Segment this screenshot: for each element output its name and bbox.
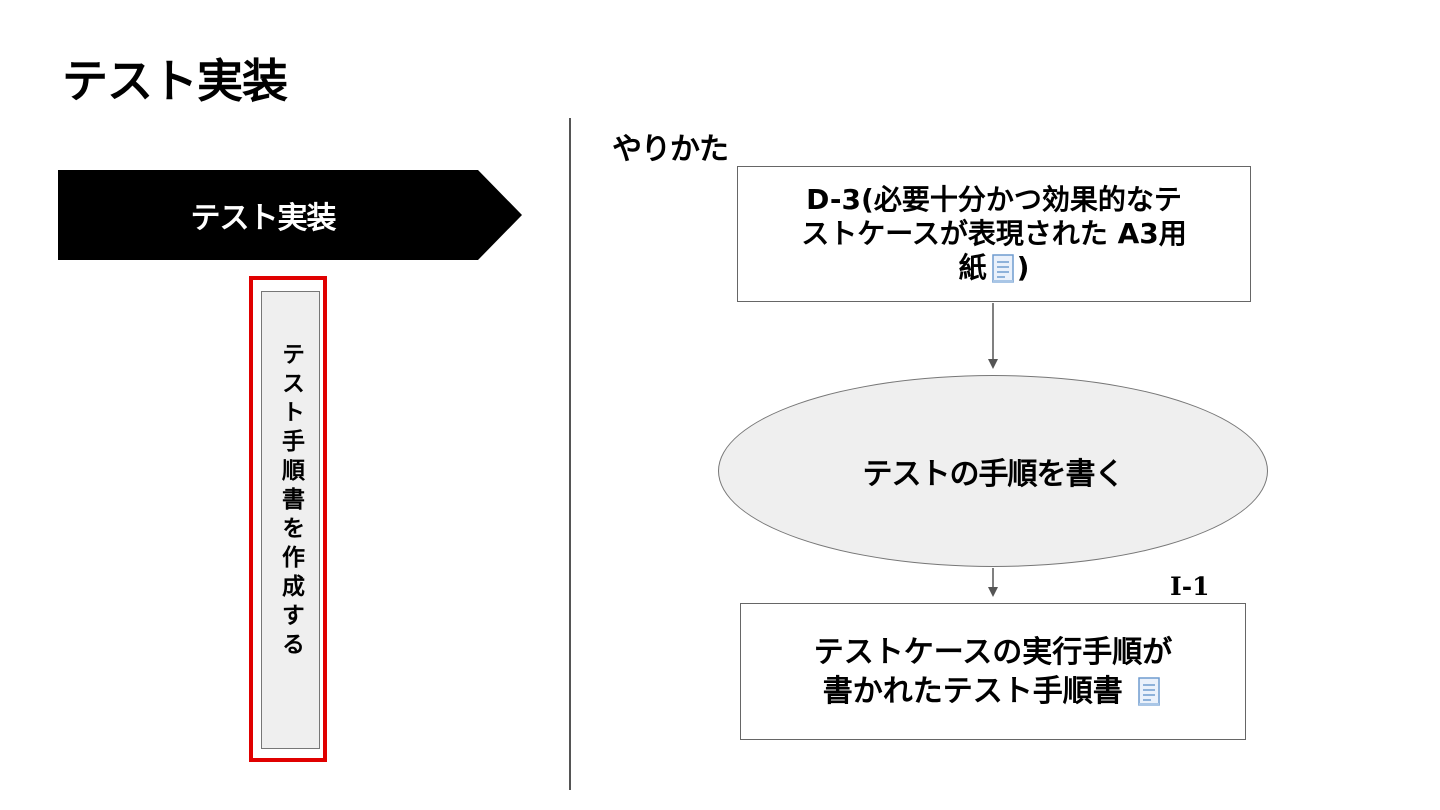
section-divider: [569, 118, 571, 790]
input-artifact-line-1: D-3(必要十分かつ効果的なテ: [806, 182, 1182, 216]
input-artifact-box: D-3(必要十分かつ効果的なテ ストケースが表現された A3用 紙 ): [737, 166, 1251, 302]
input-artifact-line-3-end: ): [1016, 251, 1030, 285]
output-artifact-line-1: テストケースの実行手順が: [813, 634, 1173, 670]
process-step-label: テストの手順を書く: [862, 457, 1125, 492]
input-artifact-line-3: 紙: [958, 251, 987, 285]
output-artifact-line-2: 書かれたテスト手順書: [822, 673, 1123, 709]
process-step-ellipse: テストの手順を書く: [718, 375, 1268, 567]
phase-label: テスト実装: [190, 201, 337, 236]
task-card[interactable]: テスト手順書を作成する: [261, 291, 320, 749]
document-icon: [991, 254, 1014, 284]
output-code-label: I-1: [1170, 572, 1210, 601]
page-title: テスト実装: [62, 54, 288, 108]
output-artifact-box: テストケースの実行手順が 書かれたテスト手順書: [740, 603, 1246, 740]
task-highlight-frame: [249, 276, 327, 762]
input-artifact-line-2: ストケースが表現された A3用: [801, 216, 1187, 250]
document-icon: [1138, 677, 1160, 706]
task-card-label: テスト手順書を作成する: [277, 342, 304, 661]
method-heading: やりかた: [612, 132, 729, 167]
phase-chevron-shape: [58, 170, 522, 260]
